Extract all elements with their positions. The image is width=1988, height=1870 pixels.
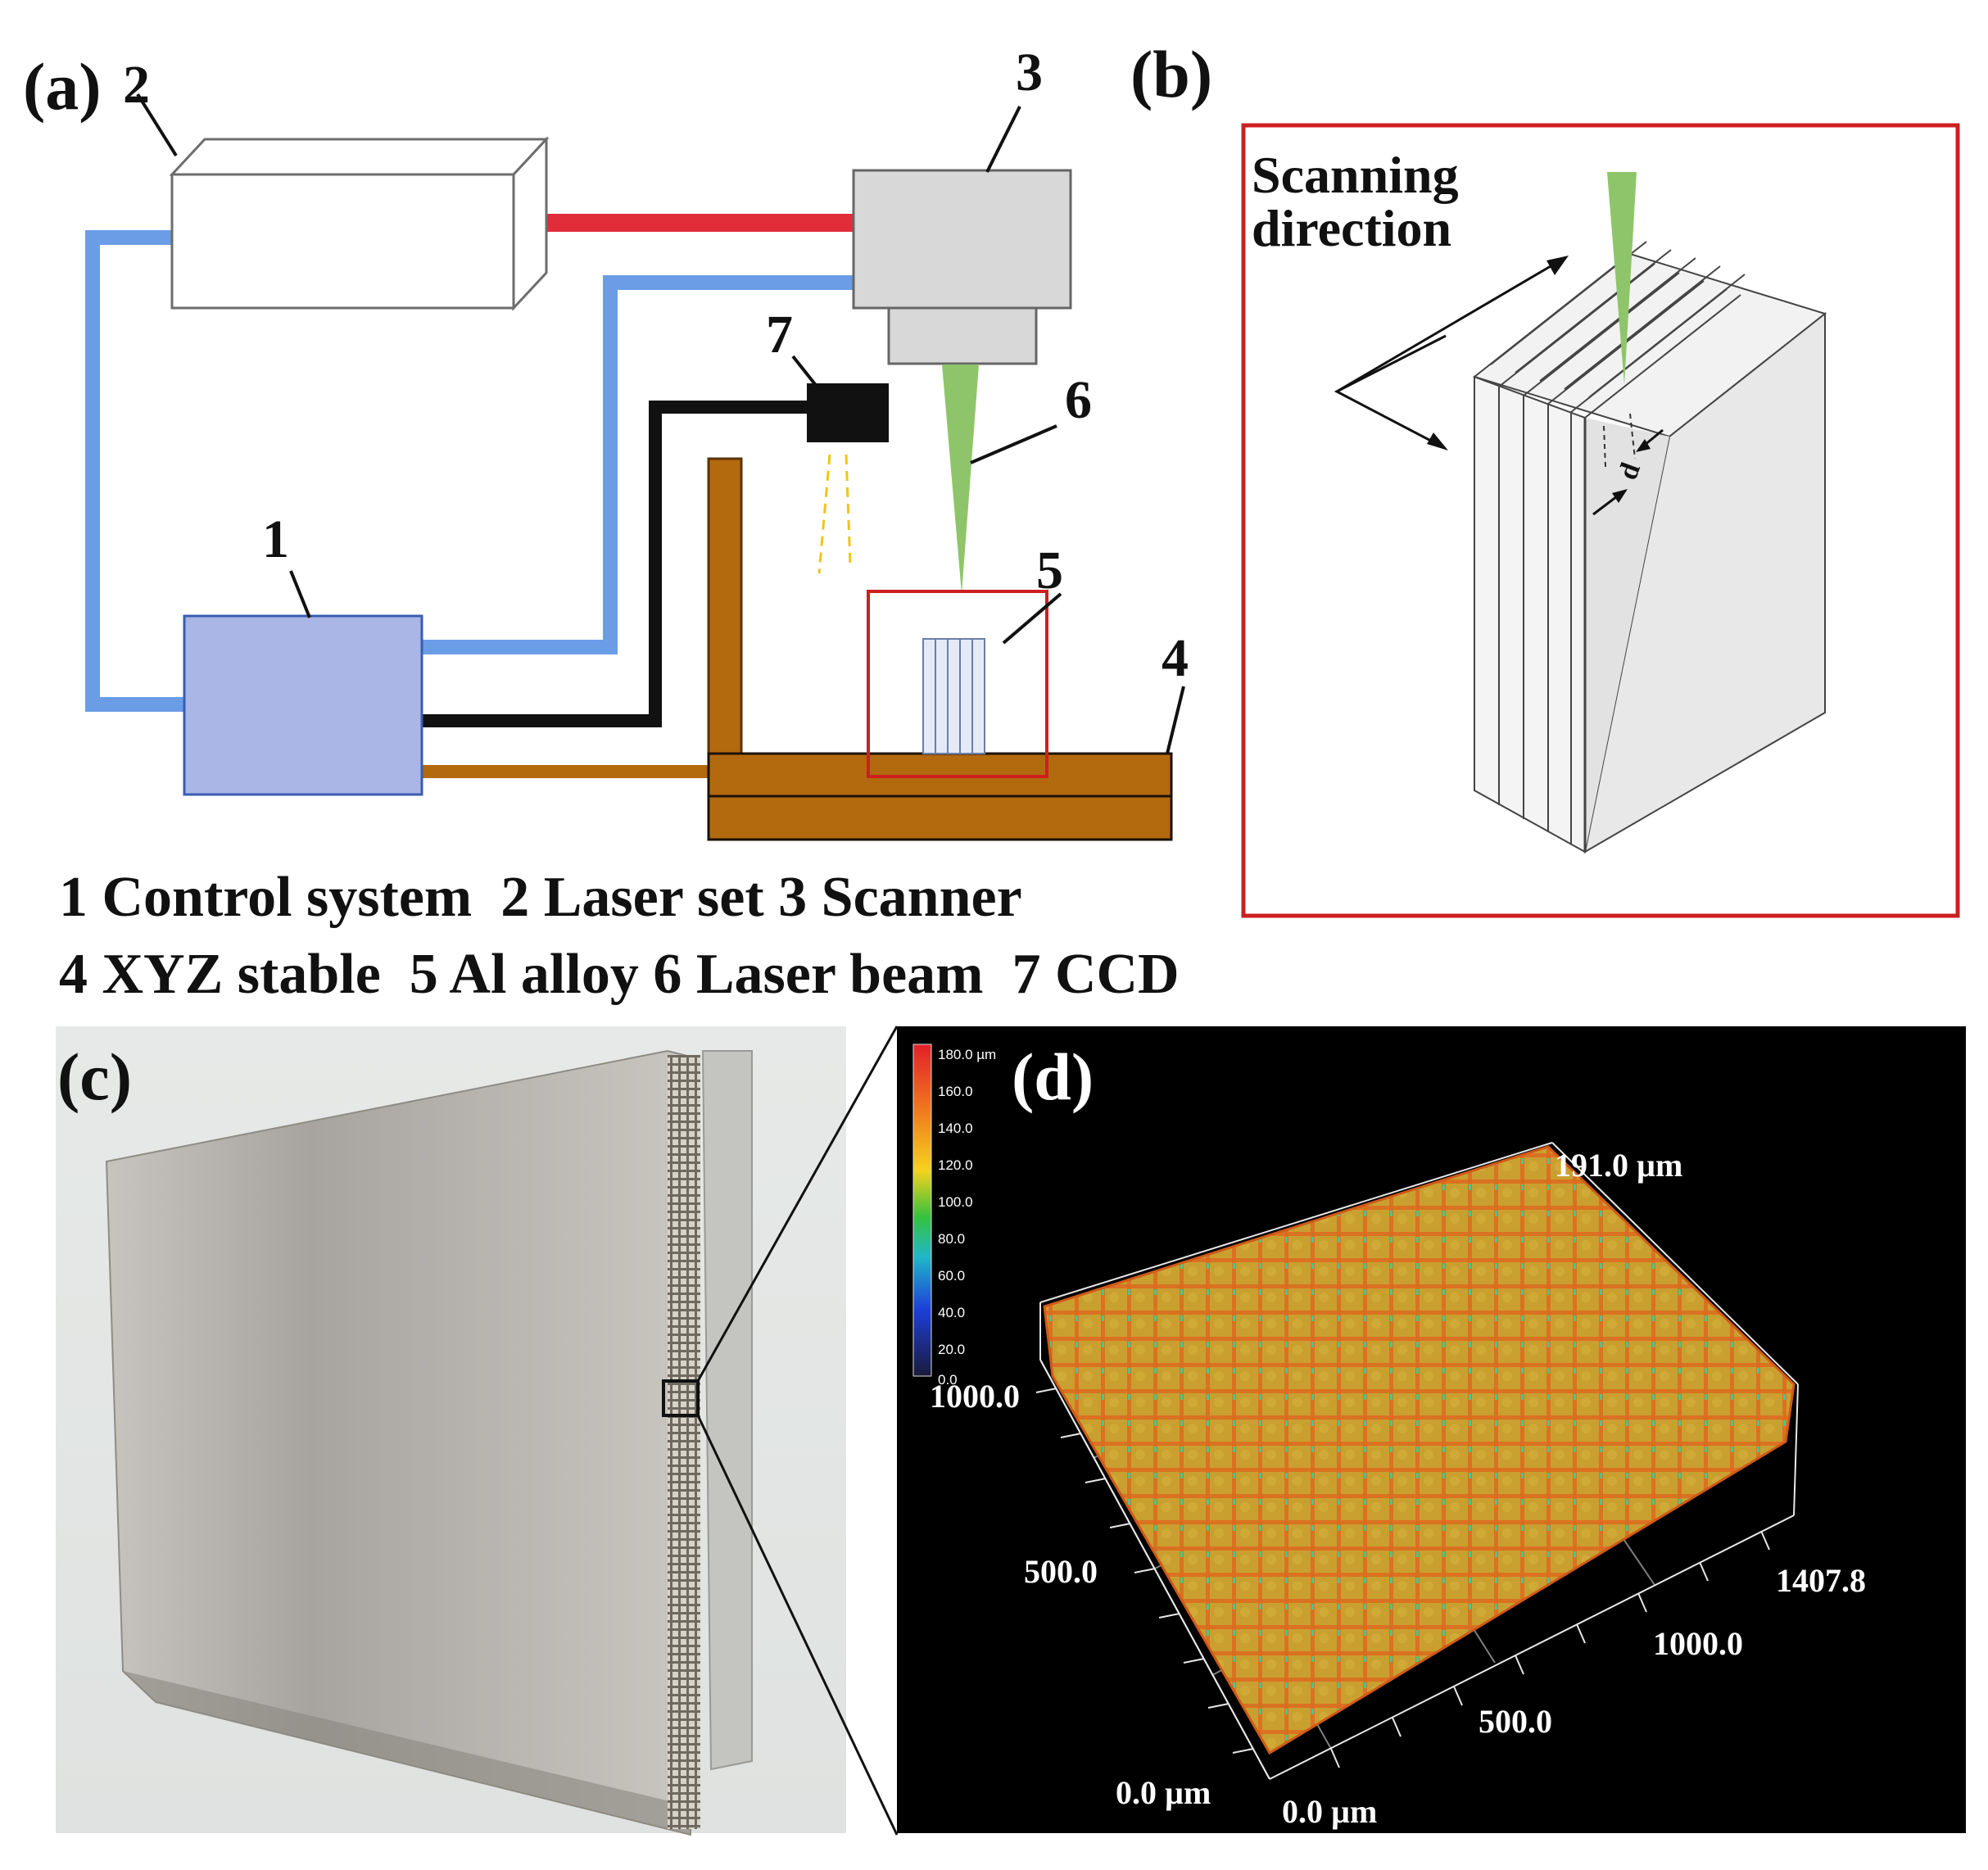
plate-shadow — [123, 1671, 691, 1835]
panel-label-a: (a) — [23, 49, 102, 124]
colorbar-tick-20: 20.0 — [938, 1342, 965, 1357]
component-number-1: 1 — [262, 509, 289, 569]
component-number-3: 3 — [1016, 43, 1043, 102]
ccd-view-line-right — [845, 454, 852, 566]
colorbar-tick-100: 100.0 — [938, 1194, 973, 1210]
legend-line-1: 1 Control system 2 Laser set 3 Scanner — [59, 866, 1022, 929]
colorbar-tick-180: 180.0 µm — [938, 1047, 996, 1062]
zoom-region-box — [662, 1379, 700, 1417]
leader-1 — [289, 570, 311, 618]
component-number-5: 5 — [1036, 541, 1063, 600]
zoom-line-top — [696, 1026, 899, 1382]
panel-d-3d-surface-profile: 180.0 µm 160.0 140.0 120.0 100.0 80.0 60… — [897, 1026, 1966, 1833]
legend-line-2: 4 XYZ stable 5 Al alloy 6 Laser beam 7 C… — [59, 943, 1180, 1006]
scan-laser-beam — [1607, 172, 1637, 385]
panel-label-d: (d) — [1012, 1039, 1094, 1114]
colorbar-tick-120: 120.0 — [938, 1157, 973, 1173]
colorbar-tick-40: 40.0 — [938, 1305, 965, 1320]
ccd-camera — [807, 383, 889, 442]
colorbar-tick-80: 80.0 — [938, 1231, 965, 1247]
spacing-dash-right — [1629, 413, 1636, 460]
scanner-unit — [852, 169, 1072, 365]
x-axis-label-1407: 1407.8 — [1776, 1562, 1866, 1599]
layered-block — [1472, 241, 1827, 853]
zoom-line-bottom — [696, 1415, 899, 1836]
leader-7 — [791, 355, 829, 401]
leader-6 — [970, 424, 1057, 464]
spacing-dash-left — [1603, 425, 1606, 468]
colorbar-tick-60: 60.0 — [938, 1268, 965, 1284]
leader-2 — [136, 93, 178, 157]
spacing-arrowhead-left — [1612, 489, 1628, 503]
leader-4 — [1166, 686, 1185, 754]
component-number-7: 7 — [766, 305, 793, 364]
panel-b-scanning-diagram: (b) Scanning direction — [1130, 37, 1960, 918]
scanning-label-line-2: direction — [1252, 199, 1451, 257]
y-axis-label-500: 500.0 — [1024, 1553, 1098, 1590]
al-alloy-sample — [922, 638, 985, 754]
leader-5 — [1002, 592, 1062, 645]
leader-3 — [985, 106, 1021, 173]
scan-arrow-up — [1336, 256, 1565, 393]
x-axis-label-0: 0.0 µm — [1282, 1793, 1377, 1830]
panel-c-sample-photo: (c) — [56, 1026, 899, 1836]
colorbar — [912, 1044, 932, 1377]
colorbar-tick-140: 140.0 — [938, 1121, 973, 1136]
control-system-box — [183, 614, 423, 796]
panel-label-c: (c) — [57, 1039, 132, 1114]
colorbar-tick-160: 160.0 — [938, 1084, 973, 1099]
panel-a-setup-schematic: (a) 2 3 7 6 1 5 4 — [23, 43, 1189, 841]
signal-cable-scanner — [422, 275, 854, 654]
ccd-view-line-left — [817, 454, 831, 574]
x-axis-label-1000: 1000.0 — [1653, 1625, 1743, 1662]
component-number-2: 2 — [123, 55, 150, 115]
y-axis-label-0: 0.0 µm — [1116, 1774, 1211, 1811]
axis-ticks — [1035, 1388, 1770, 1768]
scan-arrowhead-up — [1546, 256, 1569, 275]
textured-strip — [668, 1055, 700, 1829]
sample-highlight-box — [867, 590, 1048, 778]
surface-plot — [1043, 1145, 1796, 1755]
laser-set-box — [169, 136, 550, 311]
z-axis-top-label: 191.0 µm — [1555, 1147, 1682, 1184]
ccd-cable — [422, 401, 807, 727]
scanning-label-line-1: Scanning — [1252, 146, 1459, 204]
component-number-6: 6 — [1065, 370, 1092, 430]
y-axis-label-1000: 1000.0 — [930, 1378, 1020, 1415]
laser-beam — [942, 364, 979, 594]
signal-cable-laser — [85, 230, 184, 712]
colorbar-tick-0: 0.0 — [938, 1372, 958, 1388]
spacing-arrowhead-right — [1636, 439, 1651, 452]
x-axis-label-500: 500.0 — [1479, 1703, 1552, 1740]
scan-arrowhead-down — [1427, 432, 1448, 451]
panel-label-b: (b) — [1130, 37, 1212, 111]
component-number-4: 4 — [1162, 628, 1189, 688]
back-plate-edge — [701, 1050, 753, 1771]
